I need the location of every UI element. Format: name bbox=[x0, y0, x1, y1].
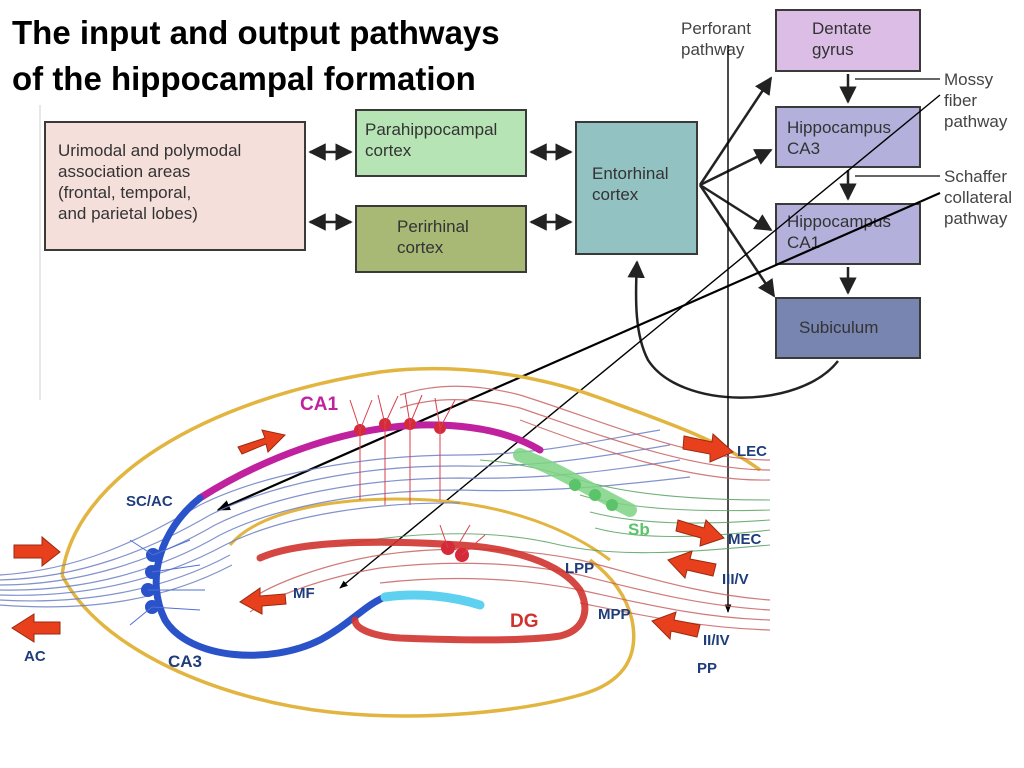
arrow-iiiv2 bbox=[651, 611, 701, 641]
association-line-3: (frontal, temporal, bbox=[58, 183, 192, 202]
mpp-label: MPP bbox=[598, 606, 631, 623]
ca1-label: CA1 bbox=[300, 394, 339, 415]
dg-band bbox=[256, 538, 589, 644]
association-line-2: association areas bbox=[58, 162, 191, 181]
lec-label: LEC bbox=[737, 443, 767, 460]
mossy-fiber-pathway-label: Mossy fiber pathway bbox=[944, 69, 1007, 132]
mec-label: MEC bbox=[728, 531, 762, 548]
outer-outline-lower bbox=[60, 558, 636, 718]
arrow-lec bbox=[682, 432, 734, 463]
perirhinal-line-1: Perirhinal bbox=[397, 217, 469, 236]
subiculum-fibers bbox=[339, 459, 771, 554]
title-line-1: The input and output pathways bbox=[12, 14, 500, 51]
ac-label: AC bbox=[24, 648, 46, 665]
dg-dendrites bbox=[439, 524, 486, 556]
mossy-line-3: pathway bbox=[944, 112, 1008, 131]
schaffer-line-2: collateral bbox=[944, 188, 1013, 207]
arrow-iiiv bbox=[667, 550, 717, 580]
arrow-ac-in bbox=[13, 535, 61, 568]
perforant-fibers bbox=[249, 385, 771, 631]
ca1-cells bbox=[354, 418, 446, 436]
mossy-line-1: Mossy bbox=[944, 70, 994, 89]
mossy-line-2: fiber bbox=[944, 91, 978, 110]
schaffer-line-3: pathway bbox=[944, 209, 1008, 228]
entorhinal-line-1: Entorhinal bbox=[592, 164, 669, 183]
inner-outline bbox=[228, 497, 611, 562]
layer-ii-iv-label: II/IV bbox=[703, 632, 730, 649]
subiculum-entorhinal-return bbox=[627, 260, 839, 399]
title-line-2: of the hippocampal formation bbox=[12, 60, 476, 97]
ca3-tip bbox=[380, 590, 485, 610]
layer-iii-v-label: III/V bbox=[722, 571, 749, 588]
schaffer-pointer bbox=[216, 191, 941, 512]
entorhinal-ca1-connector bbox=[699, 183, 773, 232]
subiculum-box-label: Subiculum bbox=[799, 318, 879, 337]
subiculum-label: Sb bbox=[628, 520, 650, 539]
schaffer-collateral-pathway-label: Schaffer collateral pathway bbox=[944, 166, 1012, 229]
sc-ac-label: SC/AC bbox=[126, 493, 173, 510]
mf-label: MF bbox=[293, 585, 315, 602]
arrow-mf bbox=[239, 587, 287, 615]
association-areas-box: Urimodal and polymodal association areas… bbox=[44, 121, 306, 251]
hippocampus-ca3-box: Hippocampus CA3 bbox=[775, 106, 921, 168]
parahippocampal-line-1: Parahippocampal bbox=[365, 120, 498, 139]
association-line-4: and parietal lobes) bbox=[58, 204, 198, 223]
perirhinal-line-2: cortex bbox=[397, 238, 444, 257]
entorhinal-dentate-connector bbox=[698, 76, 773, 186]
dentate-gyrus-label: DG bbox=[510, 611, 539, 632]
arrow-mec bbox=[675, 519, 725, 547]
ca1-dendrites bbox=[349, 392, 456, 505]
outer-outline bbox=[60, 367, 762, 576]
entorhinal-subiculum-connector bbox=[698, 184, 776, 298]
orange-arrows bbox=[11, 429, 734, 643]
arrow-ca1-in bbox=[237, 429, 287, 455]
entorhinal-cortex-box: Entorhinal cortex bbox=[575, 121, 698, 255]
parahippocampal-line-2: cortex bbox=[365, 141, 412, 160]
pointer-lines bbox=[216, 45, 941, 613]
fimbria-fibers bbox=[0, 429, 691, 608]
dentate-gyrus-box: Dentate gyrus bbox=[775, 9, 921, 72]
flow-connectors bbox=[308, 74, 857, 399]
subiculum-box: Subiculum bbox=[775, 297, 921, 359]
ca3-box-line-1: Hippocampus bbox=[787, 118, 891, 137]
slide-title: The input and output pathways of the hip… bbox=[12, 10, 500, 102]
schaffer-line-1: Schaffer bbox=[944, 167, 1008, 186]
perforant-line-1: Perforant bbox=[681, 19, 751, 38]
hippocampus-anatomy bbox=[0, 367, 771, 718]
pp-label: PP bbox=[697, 660, 718, 677]
subiculum-cells bbox=[569, 479, 618, 511]
ca3-dendrites bbox=[129, 539, 205, 626]
association-line-1: Urimodal and polymodal bbox=[58, 141, 242, 160]
entorhinal-ca3-connector bbox=[699, 148, 773, 187]
parahippocampal-cortex-box: Parahippocampal cortex bbox=[355, 109, 527, 177]
perirhinal-cortex-box: Perirhinal cortex bbox=[355, 205, 527, 273]
dentate-line-1: Dentate bbox=[812, 19, 872, 38]
ca1-band bbox=[196, 421, 544, 502]
entorhinal-line-2: cortex bbox=[592, 185, 639, 204]
mossy-pointer bbox=[339, 94, 941, 589]
lpp-label: LPP bbox=[565, 560, 595, 577]
ca1-box-line-2: CA1 bbox=[787, 233, 821, 252]
ca3-label: CA3 bbox=[168, 652, 203, 671]
dentate-line-2: gyrus bbox=[812, 40, 854, 59]
arrow-ac-out bbox=[11, 613, 61, 643]
ca3-band bbox=[152, 494, 389, 659]
label-leaders bbox=[855, 78, 940, 177]
ca3-box-line-2: CA3 bbox=[787, 139, 821, 158]
